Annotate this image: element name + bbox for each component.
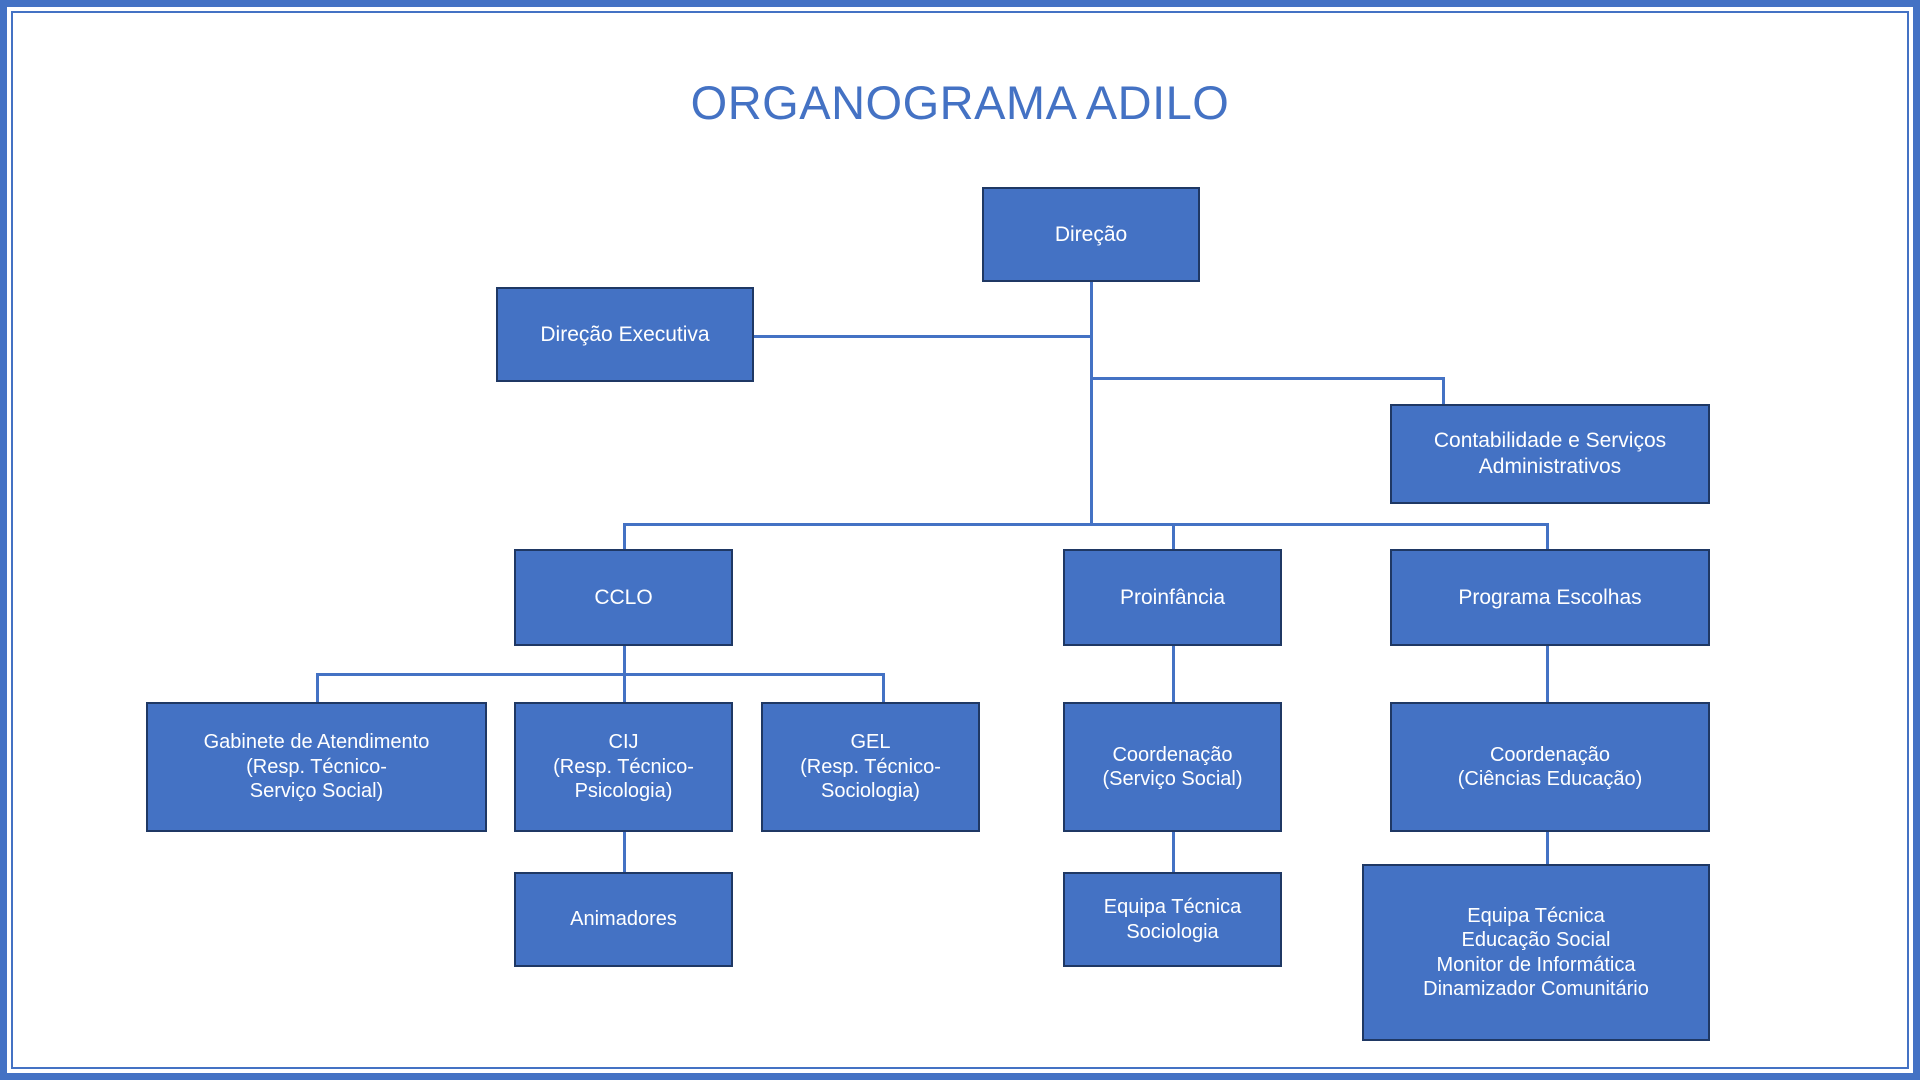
- page-title: ORGANOGRAMA ADILO: [690, 76, 1230, 129]
- frame-inner-gap: ORGANOGRAMA ADILO: [7, 7, 1913, 1073]
- connector-direcao-spine: [1090, 281, 1093, 525]
- node-programa-escolhas-label: Programa Escolhas: [1458, 585, 1642, 609]
- connector-coordenacao-to-equipa-sociologia: [1172, 831, 1175, 873]
- connector-bus-to-proinfancia: [1172, 523, 1175, 550]
- connector-coordenacao-to-equipa-escolhas: [1546, 831, 1549, 865]
- connector-contabilidade-drop: [1442, 377, 1445, 405]
- node-direcao[interactable]: Direção: [982, 187, 1200, 282]
- node-coordenacao-servico-social[interactable]: Coordenação (Serviço Social): [1063, 702, 1282, 832]
- node-equipa-tecnica-sociologia-label: Equipa Técnica Sociologia: [1103, 896, 1242, 943]
- connector-cclo-stem: [623, 645, 626, 676]
- connector-cij-to-animadores: [623, 831, 626, 873]
- connector-direcao-to-contabilidade: [1090, 377, 1445, 380]
- node-coordenacao-servico-social-label: Coordenação (Serviço Social): [1102, 743, 1243, 790]
- connector-bus-to-programa-escolhas: [1546, 523, 1549, 550]
- node-cclo[interactable]: CCLO: [514, 549, 733, 646]
- node-cclo-label: CCLO: [594, 585, 653, 609]
- node-gel-label: GEL (Resp. Técnico- Sociologia): [800, 731, 941, 803]
- node-proinfancia-label: Proinfância: [1119, 585, 1226, 609]
- node-contabilidade-label: Contabilidade e Serviços Administrativos: [1433, 429, 1667, 478]
- node-animadores[interactable]: Animadores: [514, 872, 733, 967]
- connector-main-bus: [623, 523, 1549, 526]
- connector-cclo-to-gel: [882, 673, 885, 703]
- node-direcao-executiva[interactable]: Direção Executiva: [496, 287, 754, 382]
- node-gabinete-atendimento[interactable]: Gabinete de Atendimento (Resp. Técnico- …: [146, 702, 487, 832]
- connector-cclo-to-gabinete: [316, 673, 319, 703]
- node-contabilidade[interactable]: Contabilidade e Serviços Administrativos: [1390, 404, 1710, 504]
- connector-cclo-to-cij: [623, 673, 626, 703]
- node-gabinete-atendimento-label: Gabinete de Atendimento (Resp. Técnico- …: [203, 731, 430, 803]
- org-chart-canvas: ORGANOGRAMA ADILO: [11, 11, 1909, 1069]
- node-equipa-tecnica-escolhas[interactable]: Equipa Técnica Educação Social Monitor d…: [1362, 864, 1710, 1041]
- connector-proinfancia-to-coordenacao: [1172, 645, 1175, 703]
- node-equipa-tecnica-sociologia[interactable]: Equipa Técnica Sociologia: [1063, 872, 1282, 967]
- connector-programa-escolhas-to-coordenacao: [1546, 645, 1549, 703]
- node-direcao-executiva-label: Direção Executiva: [540, 322, 710, 346]
- connector-direcao-to-direcao-executiva: [753, 335, 1093, 338]
- connector-bus-to-cclo: [623, 523, 626, 550]
- node-gel[interactable]: GEL (Resp. Técnico- Sociologia): [761, 702, 980, 832]
- node-programa-escolhas[interactable]: Programa Escolhas: [1390, 549, 1710, 646]
- connector-cclo-bus: [316, 673, 885, 676]
- node-cij-label: CIJ (Resp. Técnico- Psicologia): [553, 731, 694, 803]
- node-direcao-label: Direção: [1054, 222, 1128, 246]
- node-proinfancia[interactable]: Proinfância: [1063, 549, 1282, 646]
- node-animadores-label: Animadores: [570, 908, 677, 931]
- node-equipa-tecnica-escolhas-label: Equipa Técnica Educação Social Monitor d…: [1423, 904, 1649, 1000]
- node-cij[interactable]: CIJ (Resp. Técnico- Psicologia): [514, 702, 733, 832]
- node-coordenacao-ciencias-educacao[interactable]: Coordenação (Ciências Educação): [1390, 702, 1710, 832]
- node-coordenacao-ciencias-educacao-label: Coordenação (Ciências Educação): [1457, 743, 1643, 790]
